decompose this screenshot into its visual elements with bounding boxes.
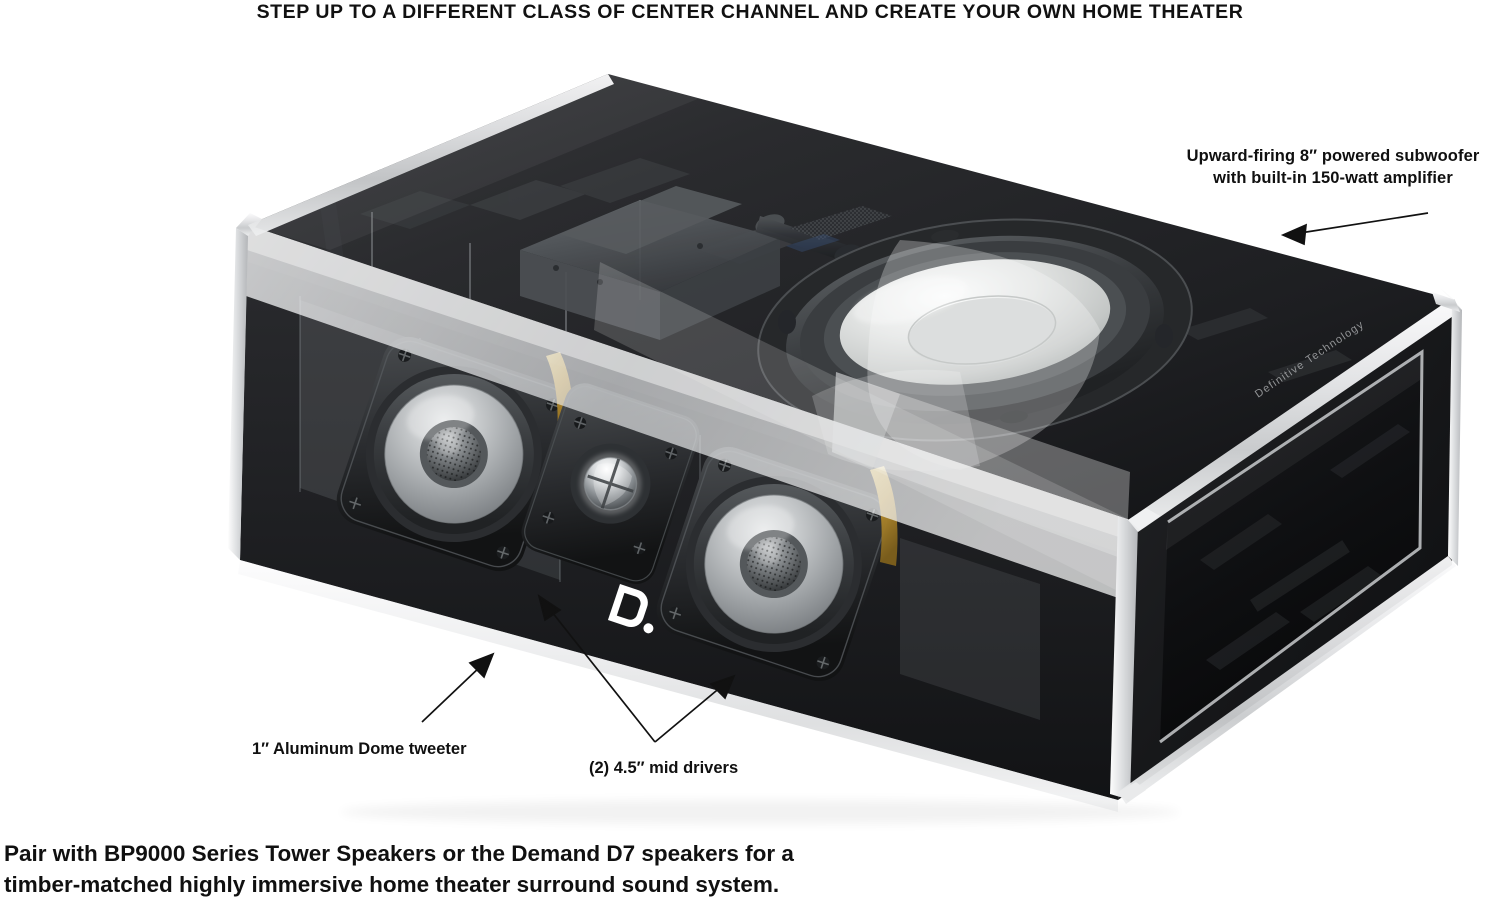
bottom-caption-line1: Pair with BP9000 Series Tower Speakers o…	[4, 841, 794, 866]
bottom-caption: Pair with BP9000 Series Tower Speakers o…	[4, 838, 904, 900]
callout-subwoofer-line2: with built-in 150-watt amplifier	[1213, 169, 1453, 187]
bottom-caption-line2: timber-matched highly immersive home the…	[4, 872, 780, 897]
mid-driver-left	[336, 336, 571, 572]
cabinet-silver-trim: Definitive Technology	[228, 74, 1462, 812]
page-title: STEP UP TO A DIFFERENT CLASS OF CENTER C…	[256, 1, 1244, 23]
subwoofer-driver	[757, 218, 1193, 442]
callout-mid-drivers: (2) 4.5″ mid drivers	[589, 759, 739, 777]
cabinet-top-panel	[248, 74, 1455, 520]
internal-amplifier-block	[520, 186, 780, 340]
callout-subwoofer-line1: Upward-firing 8″ powered subwoofer	[1186, 147, 1480, 165]
callout-subwoofer: Upward-firing 8″ powered subwoofer with …	[1168, 145, 1498, 189]
speaker-cutaway-illustration: Definitive Technology	[228, 74, 1462, 824]
xray-cutaway-overlay	[246, 225, 1130, 600]
callout-tweeter: 1″ Aluminum Dome tweeter	[252, 740, 467, 758]
cabinet-right-open-end	[1118, 300, 1455, 800]
